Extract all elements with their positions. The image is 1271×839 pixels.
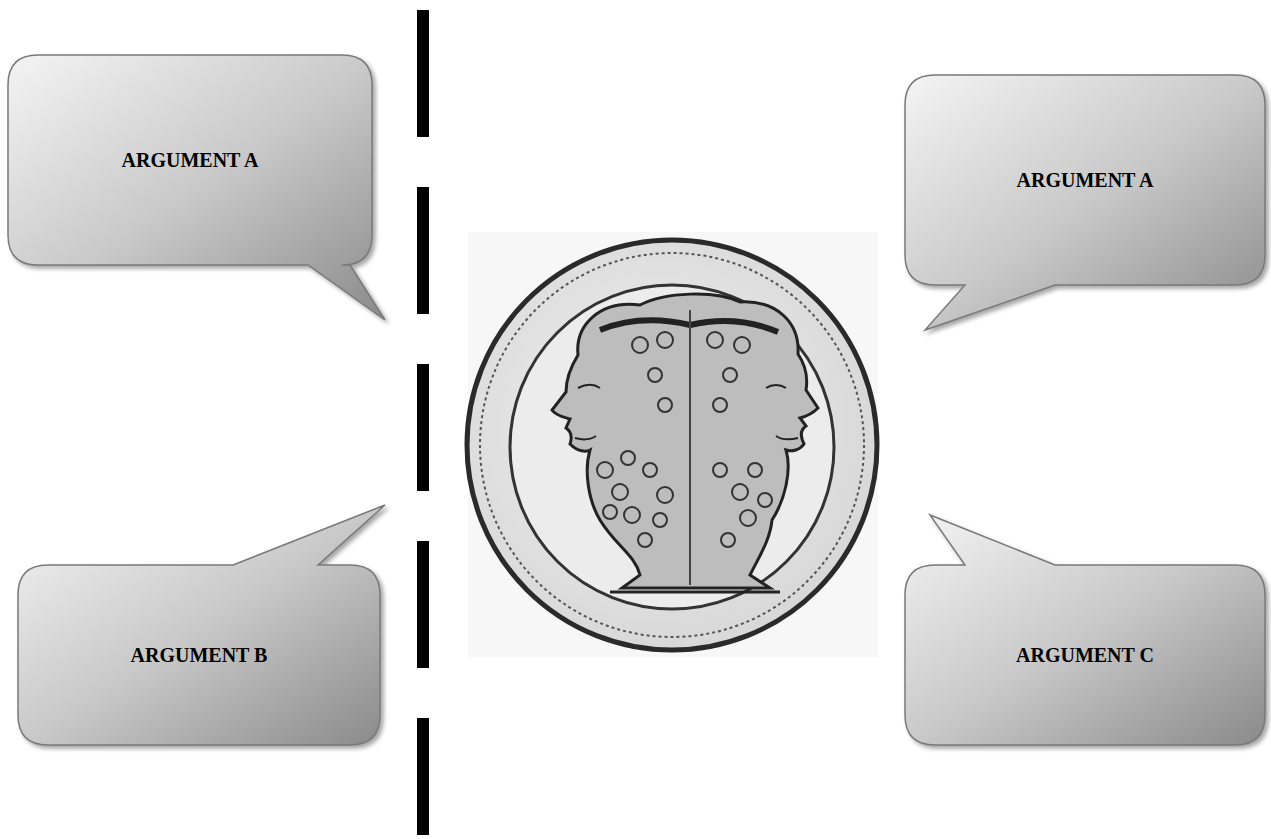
bubble-text: ARGUMENT B: [131, 643, 268, 667]
eyes: [578, 385, 786, 388]
speech-bubble: ARGUMENT A: [8, 55, 372, 265]
bubble-body: [8, 55, 385, 320]
bubble-text: ARGUMENT A: [1017, 168, 1154, 192]
bubble-body: [905, 515, 1265, 745]
janus-coin: [467, 232, 878, 657]
speech-bubble: ARGUMENT B: [18, 565, 380, 745]
janus-heads: [552, 294, 818, 588]
truncation-line: [610, 591, 780, 594]
bubble-text: ARGUMENT C: [1016, 643, 1154, 667]
head-join: [689, 310, 691, 585]
bubble-body: [18, 505, 385, 745]
mouths: [575, 436, 798, 439]
bubble-text: ARGUMENT A: [122, 148, 259, 172]
beard-curls: [597, 332, 772, 547]
speech-bubble: ARGUMENT C: [905, 565, 1265, 745]
coin-rim: [467, 240, 877, 650]
coin-inner-ring: [510, 285, 834, 609]
bubble-body: [905, 75, 1265, 330]
coin-ground: [468, 232, 878, 657]
coin-rim-texture: [480, 253, 864, 637]
divider-line: [417, 10, 429, 835]
speech-bubble: ARGUMENT A: [905, 75, 1265, 285]
